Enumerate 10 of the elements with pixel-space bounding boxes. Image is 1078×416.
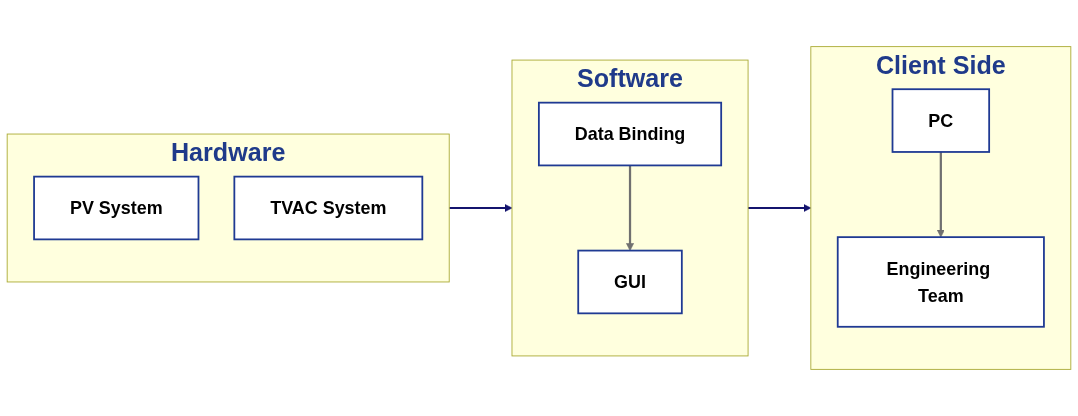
arrow: [449, 204, 513, 212]
arrow: [626, 165, 634, 251]
node-box: Engineering Team: [836, 236, 1045, 328]
node-box: PV System: [33, 175, 200, 241]
arrow: [936, 151, 945, 238]
node-box: Data Binding: [537, 101, 723, 167]
node-box: TVAC System: [233, 175, 424, 241]
node-box: PC: [891, 88, 991, 153]
node-box: GUI: [577, 249, 683, 315]
arrow: [748, 204, 812, 212]
